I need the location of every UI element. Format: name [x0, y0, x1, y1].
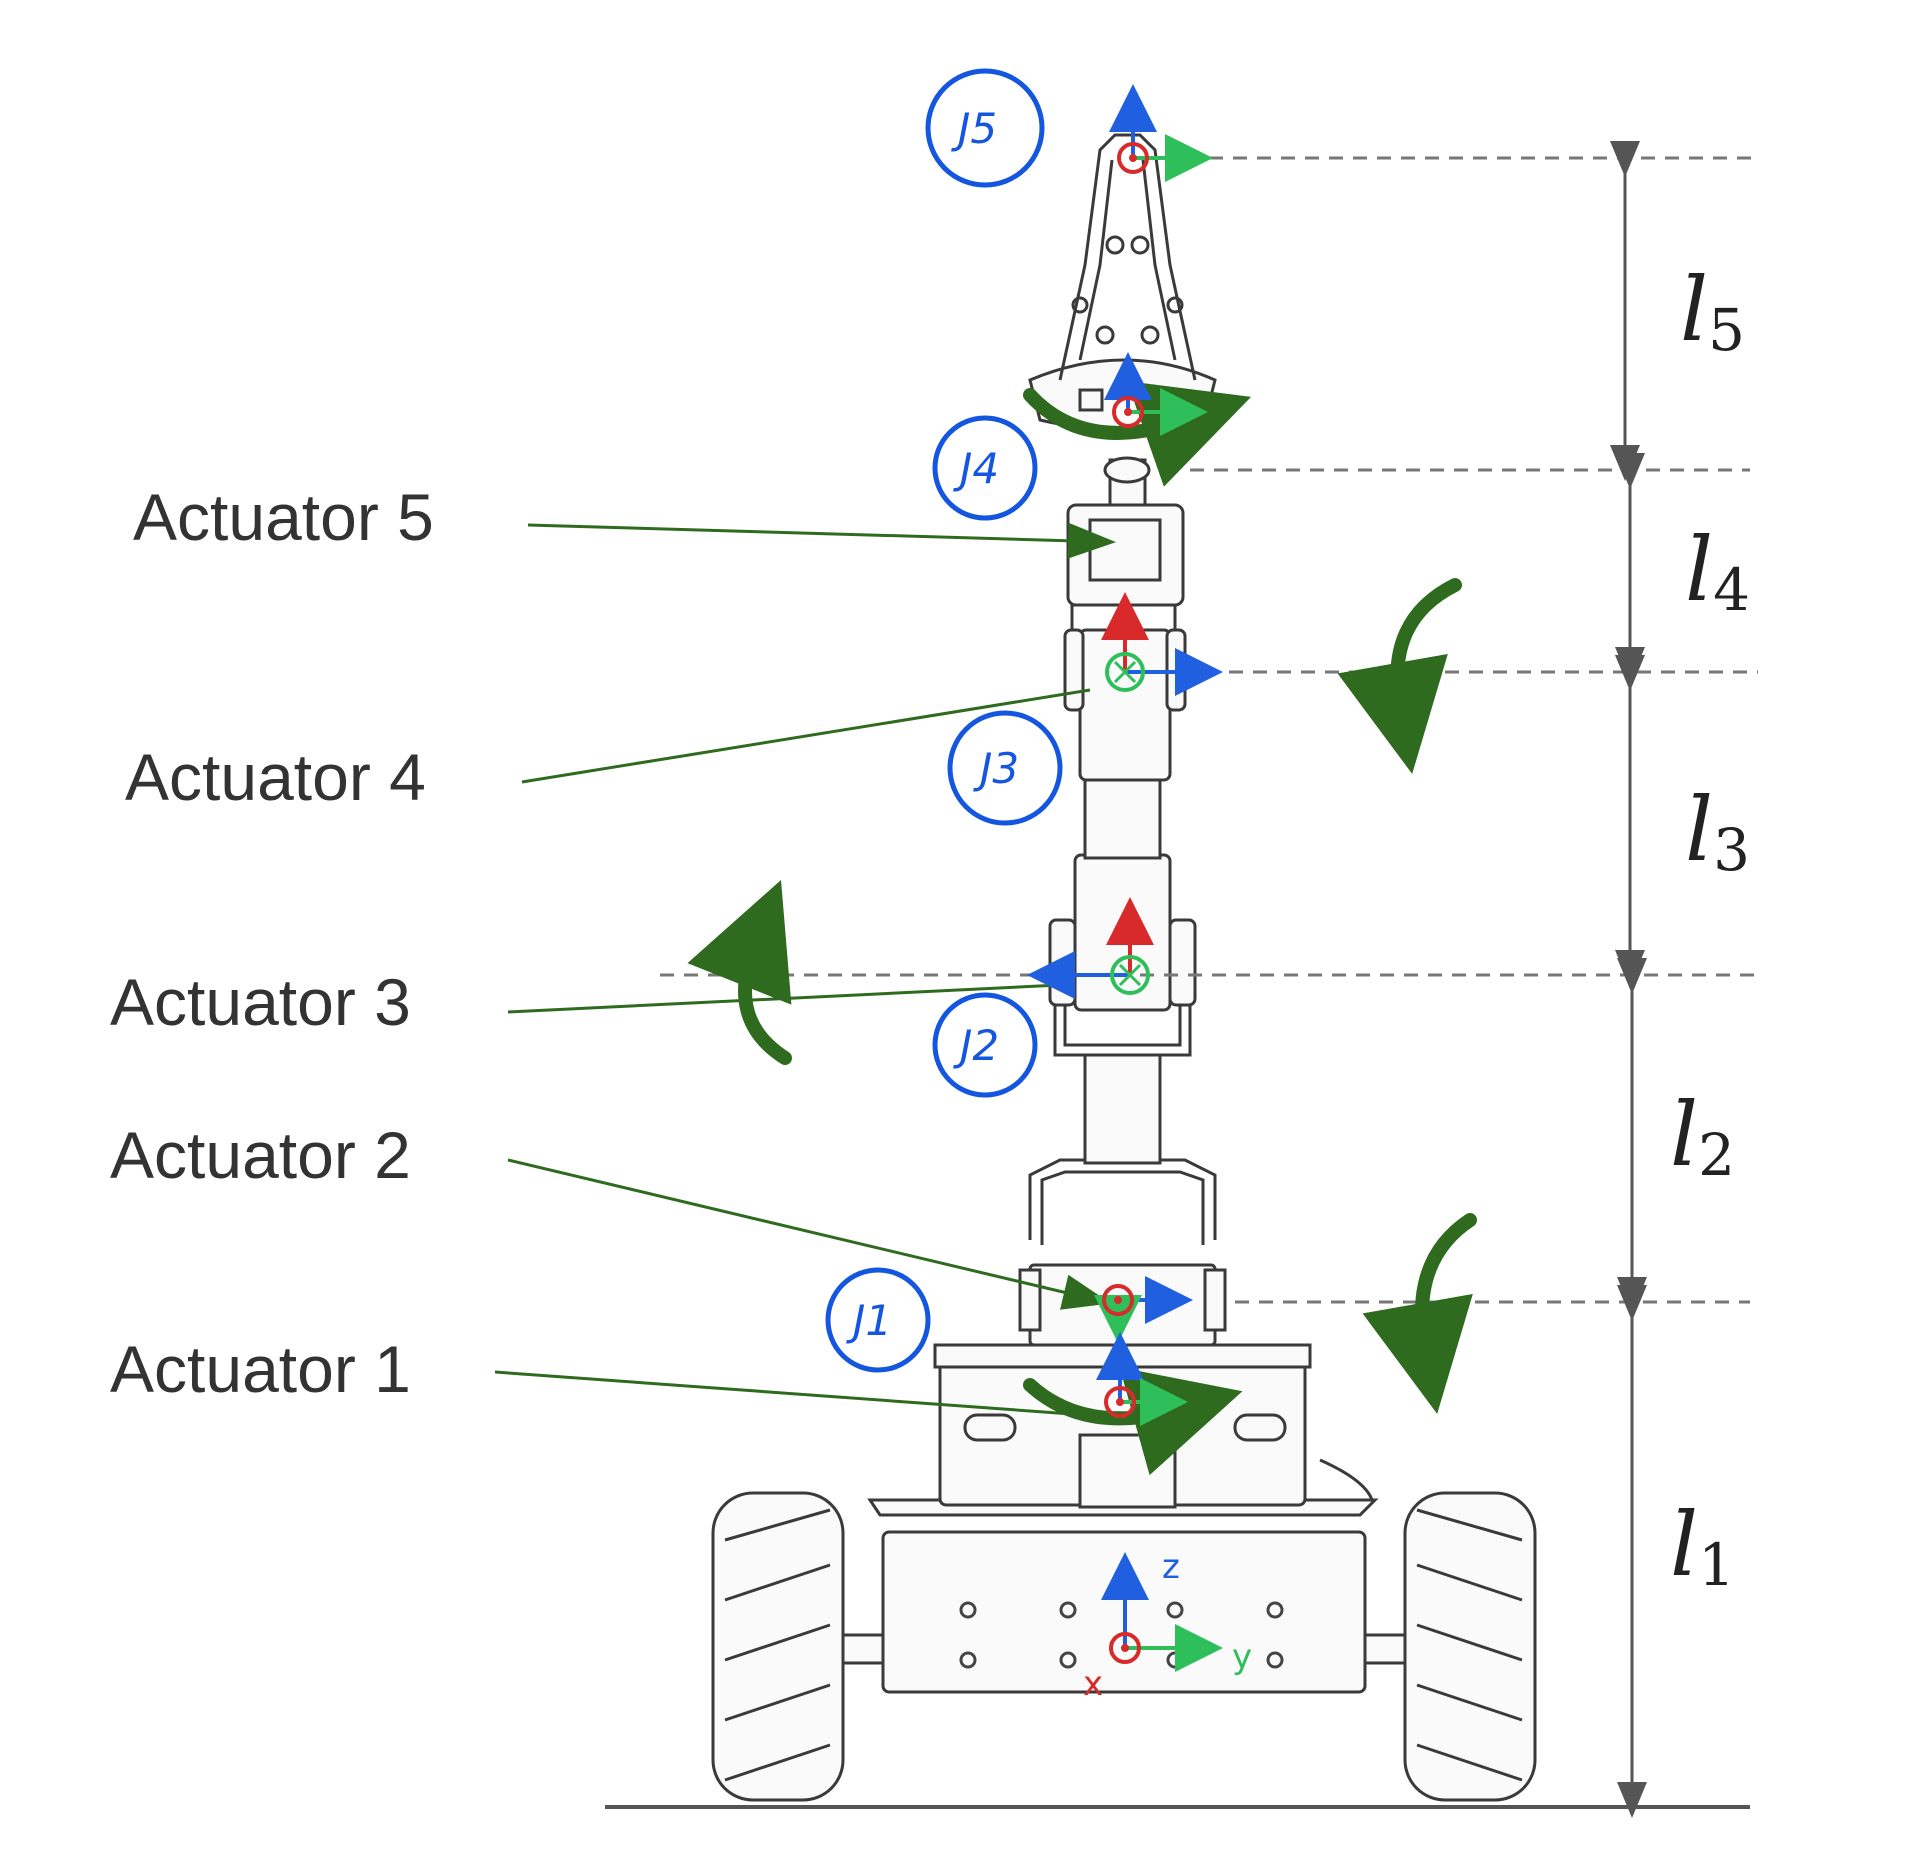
joint-labels: J5 J4 J3 J2 J1	[825, 68, 1063, 1373]
rotation-arrow-left	[687, 879, 792, 1065]
actuator-5-label: Actuator 5	[133, 480, 434, 554]
length-label-l1: l1	[1670, 1493, 1735, 1599]
frame-actuator-1	[1096, 1332, 1188, 1426]
reference-lines	[660, 156, 1758, 1304]
rotation-arrow-upper-right	[1337, 578, 1462, 774]
actuator-4-label: Actuator 4	[125, 740, 426, 814]
actuator-3-label: Actuator 3	[110, 965, 411, 1039]
frame-j4	[1104, 352, 1208, 436]
dimension-arrows	[1610, 141, 1647, 1818]
frame-base	[1101, 1552, 1223, 1672]
svg-text:J2: J2	[953, 1021, 999, 1070]
frame-j1-upper	[1094, 1276, 1193, 1343]
joint-label-j3: J3	[947, 710, 1063, 826]
svg-text:J4: J4	[953, 444, 999, 493]
joint-label-j2: J2	[932, 992, 1038, 1098]
length-label-l4: l4	[1685, 518, 1750, 624]
base-axis-z-label: z	[1162, 1547, 1180, 1587]
frame-j5	[1109, 84, 1213, 182]
joint-label-j5: J5	[925, 68, 1045, 188]
length-label-l5: l5	[1680, 258, 1745, 364]
right-wheel	[1363, 1491, 1537, 1802]
frame-j2	[1027, 897, 1154, 999]
frame-j3	[1101, 592, 1223, 696]
actuator-labels: Actuator 5 Actuator 4 Actuator 3 Actuato…	[110, 480, 434, 1406]
base-axis-x-label: x	[1083, 1664, 1103, 1704]
leader-lines	[494, 522, 1116, 1417]
actuator-1-label: Actuator 1	[110, 1332, 411, 1406]
joint-label-j4: J4	[932, 415, 1038, 521]
svg-text:J3: J3	[973, 744, 1019, 793]
svg-text:J1: J1	[846, 1296, 892, 1345]
actuator-2-label: Actuator 2	[110, 1118, 411, 1192]
base-axis-y-label: y	[1232, 1637, 1252, 1677]
svg-text:J5: J5	[951, 104, 997, 153]
joint-label-j1: J1	[825, 1267, 931, 1373]
rotation-arrow-lower-right	[1362, 1213, 1477, 1414]
left-wheel	[711, 1491, 885, 1802]
length-label-l3: l3	[1685, 778, 1750, 884]
length-labels: l5 l4 l3 l2 l1	[1670, 258, 1750, 1599]
frames	[1027, 84, 1223, 1672]
length-label-l2: l2	[1670, 1083, 1735, 1189]
